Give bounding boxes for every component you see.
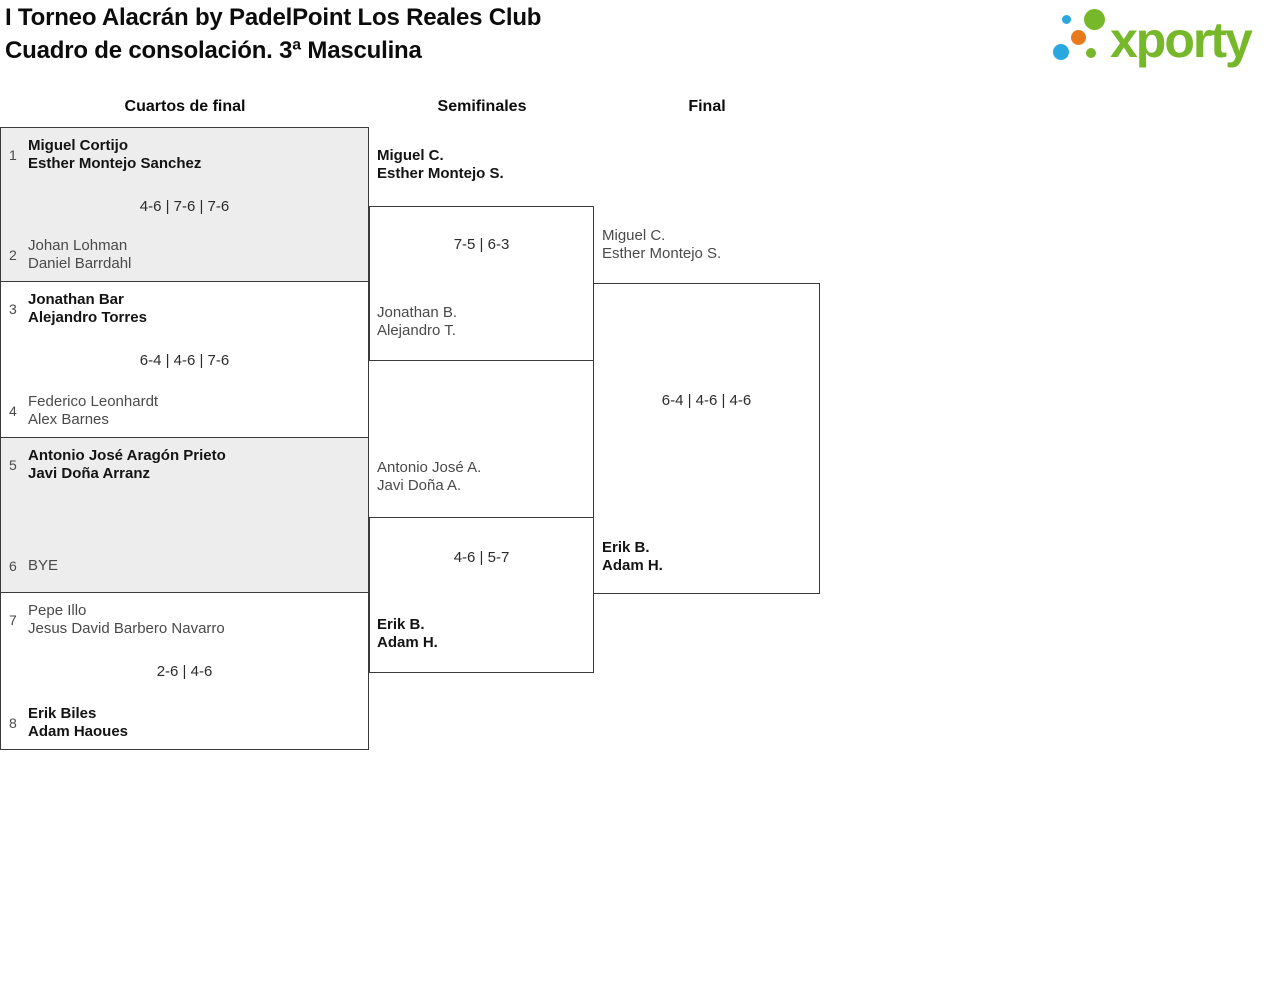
player-name: Esther Montejo S.	[377, 165, 504, 182]
player-name: Javi Doña A.	[377, 477, 462, 494]
player-name: Adam H.	[602, 557, 663, 574]
qf4-team-top-slot: 7 Pepe Illo Jesus David Barbero Navarro	[1, 600, 368, 640]
player-name: Jonathan B.	[377, 304, 458, 321]
player-name: Daniel Barrdahl	[28, 255, 132, 272]
seed-number: 5	[9, 457, 17, 473]
player-name: Miguel C.	[602, 227, 666, 244]
player-name: Erik B.	[602, 539, 650, 556]
round-header-quarterfinals: Cuartos de final	[124, 98, 246, 115]
qf1-team-bottom-slot: 2 Johan Lohman Daniel Barrdahl	[1, 235, 368, 275]
sf-match-2-box	[369, 517, 594, 673]
player-name: Esther Montejo S.	[602, 245, 722, 262]
seed-number: 4	[9, 403, 17, 419]
player-name: Adam H.	[377, 634, 438, 651]
match-score: 6-4 | 4-6 | 7-6	[139, 352, 230, 369]
player-name: Jesus David Barbero Navarro	[28, 620, 225, 637]
team-names: Federico Leonhardt Alex Barnes	[28, 393, 158, 429]
qf4-team-bottom-slot: 8 Erik Biles Adam Haoues	[1, 703, 368, 743]
bracket-subtitle: Cuadro de consolación. 3ª Masculina	[5, 37, 422, 64]
player-name: Erik B.	[377, 616, 425, 633]
qf1-team-top-slot: 1 Miguel Cortijo Esther Montejo Sanchez	[1, 135, 368, 175]
qf3-team-top-slot: 5 Antonio José Aragón Prieto Javi Doña A…	[1, 445, 368, 485]
seed-number: 7	[9, 612, 17, 628]
team-names: Erik Biles Adam Haoues	[28, 705, 128, 741]
player-name: Esther Montejo Sanchez	[28, 155, 202, 172]
player-name: Javi Doña Arranz	[28, 465, 150, 482]
logo-dot-icon	[1086, 48, 1096, 58]
team-names: Jonathan Bar Alejandro Torres	[28, 291, 147, 327]
team-names: Johan Lohman Daniel Barrdahl	[28, 237, 131, 273]
player-name: Antonio José A.	[377, 459, 482, 476]
qf3-team-bottom-slot: 6 BYE	[1, 546, 368, 586]
team-names: Miguel Cortijo Esther Montejo Sanchez	[28, 137, 201, 173]
round-header-final: Final	[688, 98, 726, 115]
tournament-name: I Torneo Alacrán by PadelPoint Los Reale…	[5, 4, 542, 31]
sf2-team-top: Antonio José A. Javi Doña A.	[377, 459, 481, 495]
player-name: Miguel Cortijo	[28, 137, 128, 154]
match-score: 2-6 | 4-6	[156, 663, 213, 680]
player-name: Alejandro T.	[377, 322, 456, 339]
final-score: 6-4 | 4-6 | 4-6	[661, 392, 752, 409]
logo-dot-icon	[1084, 9, 1105, 30]
final-match-box	[593, 283, 820, 594]
player-name: Alex Barnes	[28, 411, 109, 428]
player-name: Miguel C.	[377, 147, 444, 164]
qf2-team-top-slot: 3 Jonathan Bar Alejandro Torres	[1, 289, 368, 329]
player-name: Johan Lohman	[28, 237, 128, 254]
seed-number: 6	[9, 558, 17, 574]
seed-number: 3	[9, 301, 17, 317]
page-title: I Torneo Alacrán by PadelPoint Los Reale…	[5, 1, 541, 67]
player-name: Adam Haoues	[28, 723, 129, 740]
sf1-team-bottom: Jonathan B. Alejandro T.	[377, 304, 457, 340]
team-names: Pepe Illo Jesus David Barbero Navarro	[28, 602, 225, 638]
sf1-score: 7-5 | 6-3	[453, 236, 510, 253]
logo-dot-icon	[1071, 30, 1086, 45]
player-name: Antonio José Aragón Prieto	[28, 447, 226, 464]
sf1-team-top: Miguel C. Esther Montejo S.	[377, 147, 504, 183]
qf-match-1: 1 Miguel Cortijo Esther Montejo Sanchez …	[0, 127, 369, 282]
xporty-logo[interactable]: xporty	[1048, 4, 1278, 72]
final-team-bottom: Erik B. Adam H.	[602, 539, 663, 575]
player-name: Alejandro Torres	[28, 309, 147, 326]
team-names: BYE	[28, 557, 58, 575]
seed-number: 2	[9, 247, 17, 263]
round-header-semifinals: Semifinales	[437, 98, 527, 115]
player-name: Jonathan Bar	[28, 291, 124, 308]
qf-match-3: 5 Antonio José Aragón Prieto Javi Doña A…	[0, 437, 369, 593]
player-name: BYE	[28, 557, 59, 574]
logo-dot-icon	[1053, 44, 1069, 60]
logo-wordmark: xporty	[1110, 12, 1253, 68]
qf-match-4: 7 Pepe Illo Jesus David Barbero Navarro …	[0, 592, 369, 750]
qf2-team-bottom-slot: 4 Federico Leonhardt Alex Barnes	[1, 391, 368, 431]
player-name: Erik Biles	[28, 705, 97, 722]
match-score: 4-6 | 7-6 | 7-6	[139, 198, 230, 215]
seed-number: 1	[9, 147, 17, 163]
team-names: Antonio José Aragón Prieto Javi Doña Arr…	[28, 447, 226, 483]
sf2-score: 4-6 | 5-7	[453, 549, 510, 566]
logo-dot-icon	[1062, 15, 1071, 24]
player-name: Pepe Illo	[28, 602, 87, 619]
final-team-top: Miguel C. Esther Montejo S.	[602, 227, 721, 263]
player-name: Federico Leonhardt	[28, 393, 159, 410]
seed-number: 8	[9, 715, 17, 731]
sf2-team-bottom: Erik B. Adam H.	[377, 616, 438, 652]
qf-match-2: 3 Jonathan Bar Alejandro Torres 6-4 | 4-…	[0, 281, 369, 438]
